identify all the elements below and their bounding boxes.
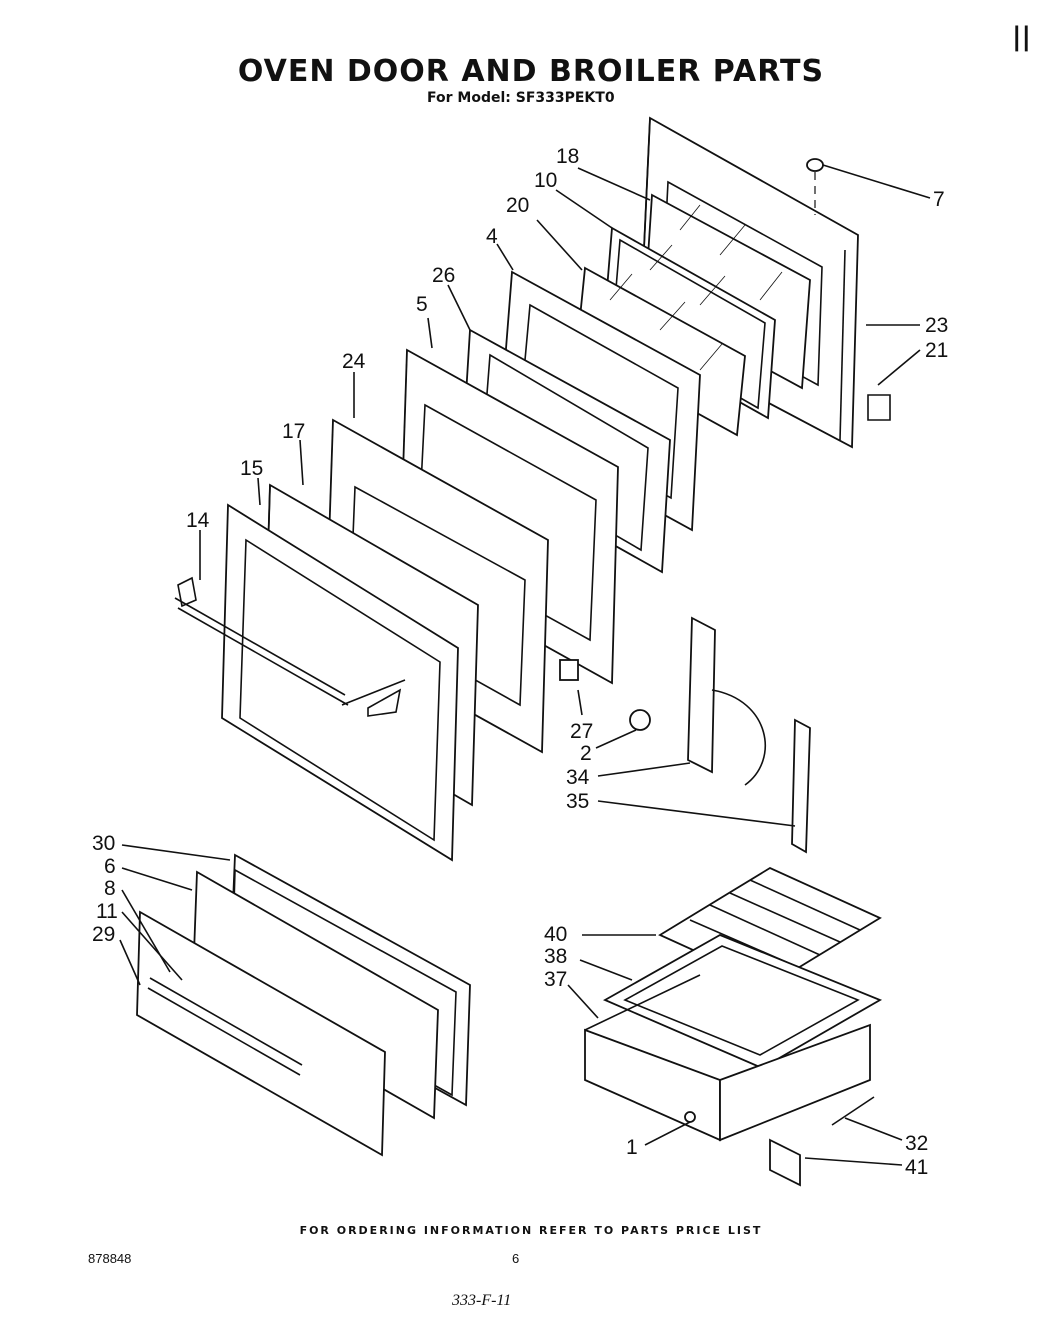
callout-label: 10: [534, 169, 557, 192]
callout-label: 23: [925, 314, 948, 337]
callout-numbers: 18 10 20 4 26 5 24 17 15 14 7 23 21 27 2…: [92, 145, 948, 1179]
part-7-knob: [806, 158, 824, 215]
part-32-spring: [831, 1096, 875, 1126]
callout-label: 7: [933, 188, 945, 211]
callout-label: 8: [104, 877, 116, 900]
handwritten-note: 333-F-11: [452, 1292, 512, 1309]
part-41-clip: [769, 1138, 801, 1187]
callout-label: 37: [544, 968, 567, 991]
diagram-title: OVEN DOOR AND BROILER PARTS: [237, 54, 825, 89]
corner-mark: ||: [1012, 22, 1031, 52]
callout-label: 17: [282, 420, 305, 443]
page-number: 6: [512, 1251, 520, 1266]
callout-label: 30: [92, 832, 115, 855]
part-2-stud: [629, 709, 651, 731]
callout-label: 27: [570, 720, 593, 743]
callout-label: 35: [566, 790, 589, 813]
callout-label: 40: [544, 923, 567, 946]
callout-label: 4: [486, 225, 498, 248]
callout-label: 18: [556, 145, 579, 168]
callout-label: 38: [544, 945, 567, 968]
part-15-outer-door: [221, 503, 459, 862]
callout-label: 29: [92, 923, 115, 946]
part-27-roller: [559, 659, 579, 681]
part-1-roller: [684, 1111, 696, 1123]
callout-label: 20: [506, 194, 529, 217]
callout-label: 15: [240, 457, 263, 480]
part-14-handle: [174, 576, 349, 706]
callout-leaders: [119, 164, 931, 1166]
part-34-hinge: [687, 616, 767, 786]
callout-label: 6: [104, 855, 116, 878]
model-line: For Model: SF333PEKT0: [427, 90, 615, 106]
callout-label: 14: [186, 509, 210, 532]
callout-label: 41: [905, 1156, 928, 1179]
callout-label: 2: [580, 742, 592, 765]
part-35-hinge-bracket: [791, 718, 811, 854]
callout-label: 11: [96, 900, 118, 923]
part-29-drawer-front: [136, 910, 386, 1157]
callout-label: 24: [342, 350, 366, 373]
callout-label: 21: [925, 339, 948, 362]
part-21-hinge-bar: [867, 394, 891, 421]
part-38-broiler-pan: [602, 934, 883, 1070]
callout-label: 32: [905, 1132, 928, 1155]
document-number: 878848: [88, 1251, 132, 1266]
callout-label: 5: [416, 293, 428, 316]
callout-label: 26: [432, 264, 455, 287]
callout-label: 1: [626, 1136, 638, 1159]
callout-label: 34: [566, 766, 590, 789]
ordering-note: FOR ORDERING INFORMATION REFER TO PARTS …: [299, 1224, 763, 1237]
